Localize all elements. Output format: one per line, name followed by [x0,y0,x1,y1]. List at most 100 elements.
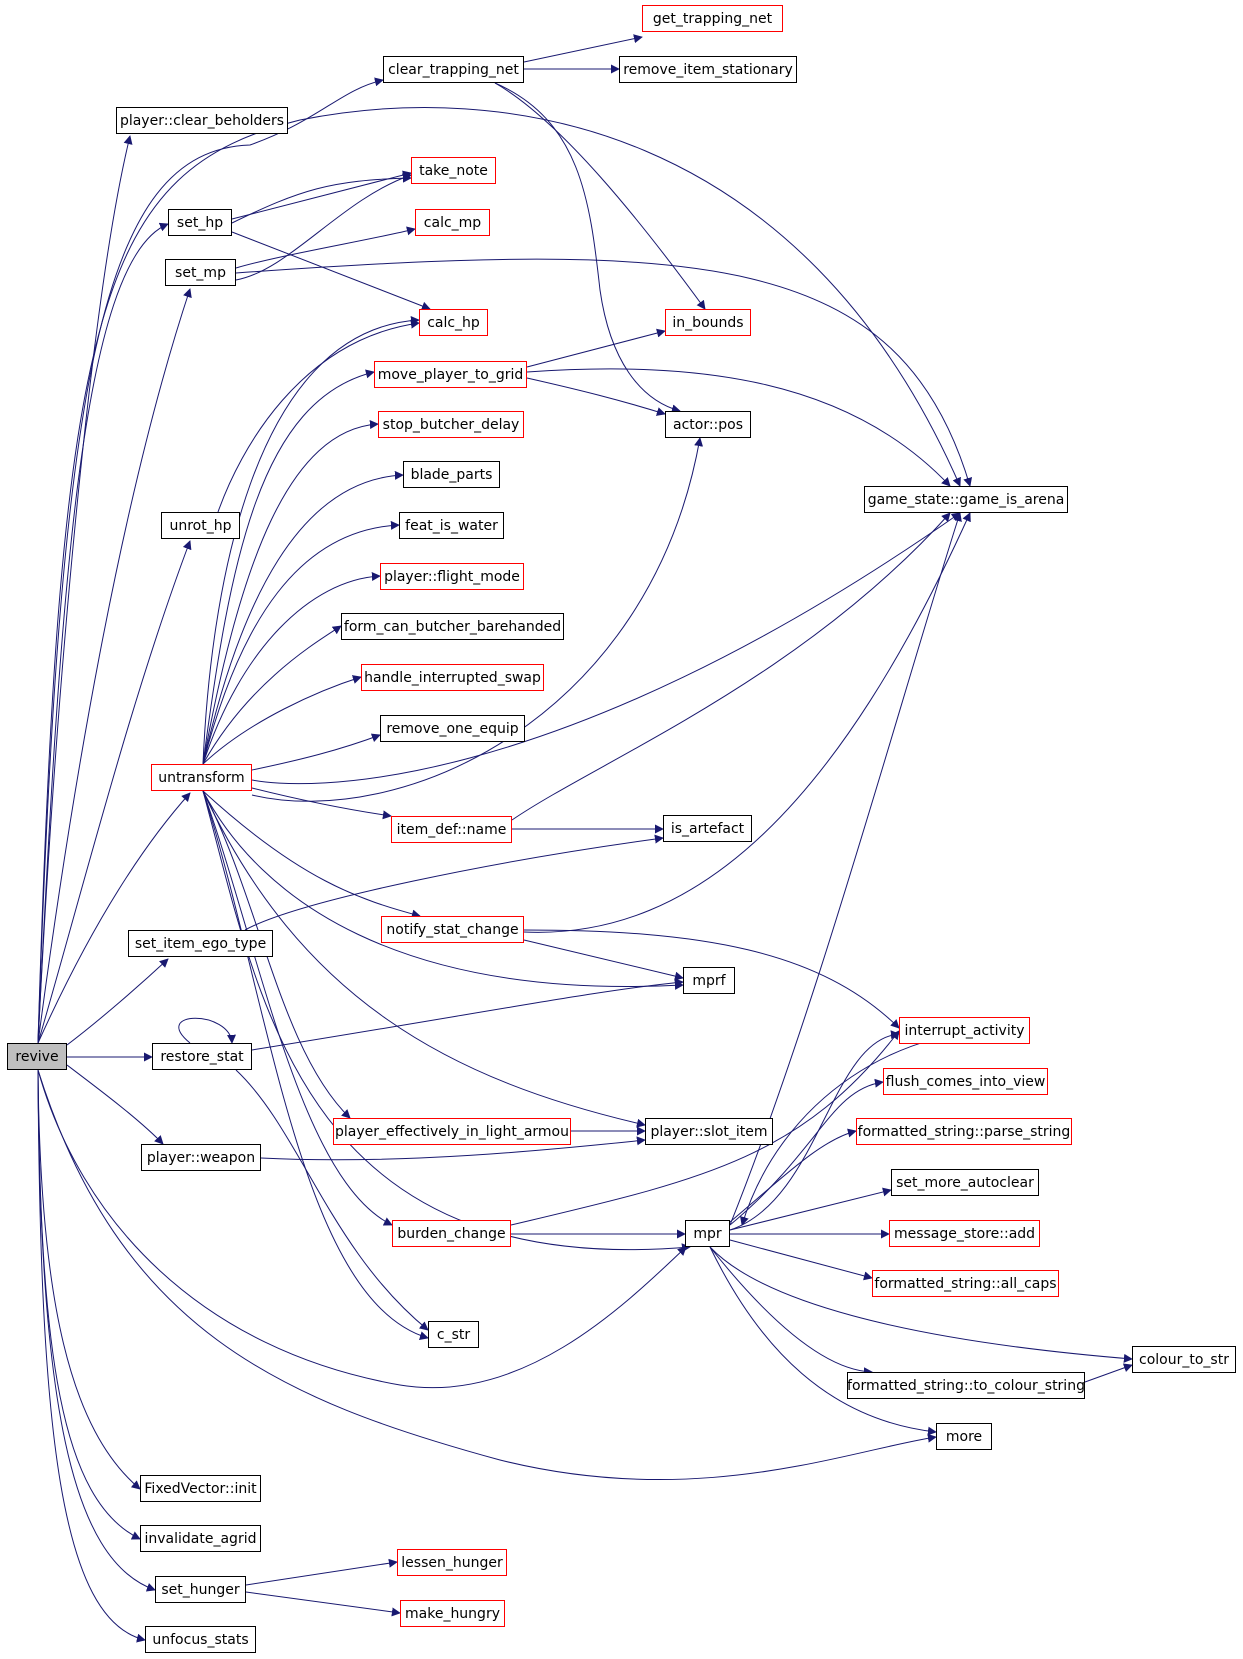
node-c-str[interactable]: c_str [428,1321,479,1348]
call-edge [235,226,416,269]
call-edge [523,929,900,1029]
node-move-player-to-grid[interactable]: move_player_to_grid [374,361,527,388]
call-edge [245,1591,401,1617]
call-edge [523,34,643,63]
call-edge [1084,1363,1133,1383]
node-handle-interrupted-swap[interactable]: handle_interrupted_swap [361,664,544,691]
call-edge [523,939,684,981]
node-is-artefact[interactable]: is_artefact [663,815,752,842]
node-player-effectively-in-light-armour[interactable]: player_effectively_in_light_armou [333,1118,571,1145]
node-player-flight-mode[interactable]: player::flight_mode [380,563,524,590]
node-clear-trapping-net[interactable]: clear_trapping_net [383,56,524,83]
call-edge [202,571,381,765]
call-edge [217,319,420,513]
call-edge [202,790,429,1340]
node-remove-one-equip[interactable]: remove_one_equip [380,715,525,742]
node-calc-mp[interactable]: calc_mp [415,209,490,236]
node-get-trapping-net[interactable]: get_trapping_net [642,5,783,32]
call-edge [251,787,392,820]
node-player-weapon[interactable]: player::weapon [141,1144,261,1171]
call-edge [202,790,393,1226]
call-edge [202,625,342,765]
node-fixedvector-init[interactable]: FixedVector::init [140,1475,261,1502]
call-edge [244,834,664,931]
call-edge [202,420,379,765]
call-edge [231,170,412,220]
call-edge [37,1069,141,1490]
node-stop-butcher-delay[interactable]: stop_butcher_delay [378,411,524,438]
call-edge [729,1030,900,1231]
call-edge [235,1069,429,1331]
node-make-hungry[interactable]: make_hungry [400,1600,505,1627]
call-edge [510,1030,900,1226]
call-edge [37,1069,687,1389]
node-set-more-autoclear[interactable]: set_more_autoclear [891,1169,1039,1196]
call-edge [729,1128,857,1223]
call-edge [231,173,412,224]
node-lessen-hunger[interactable]: lessen_hunger [397,1549,507,1576]
call-edge [235,173,412,281]
node-game-is-arena[interactable]: game_state::game_is_arena [864,486,1068,513]
node-to-colour-string[interactable]: formatted_string::to_colour_string [847,1372,1085,1399]
node-blade-parts[interactable]: blade_parts [403,461,500,488]
call-edge [37,77,384,1044]
node-revive[interactable]: revive [7,1043,67,1070]
node-restore-stat[interactable]: restore_stat [152,1043,252,1070]
call-edge [526,377,666,416]
node-mpr[interactable]: mpr [685,1220,730,1247]
call-edge [37,135,133,1044]
node-unfocus-stats[interactable]: unfocus_stats [145,1626,256,1653]
call-edge [37,1069,146,1643]
call-edge [178,1017,236,1044]
call-edge [729,1078,884,1226]
node-player-slot-item[interactable]: player::slot_item [645,1118,773,1145]
call-edge [251,512,961,785]
call-edge [251,978,684,1051]
call-edge [202,369,375,765]
node-set-hunger[interactable]: set_hunger [155,1576,246,1603]
node-set-mp[interactable]: set_mp [165,259,236,286]
node-message-store-add[interactable]: message_store::add [889,1220,1040,1247]
node-feat-is-water[interactable]: feat_is_water [399,512,504,539]
call-edge [511,512,951,821]
node-parse-string[interactable]: formatted_string::parse_string [856,1118,1072,1145]
call-edge [231,231,431,311]
call-edge [526,368,951,487]
call-edge [260,1136,646,1161]
call-edge [202,675,362,765]
call-edge [202,790,691,1253]
call-edge [202,315,420,765]
node-flush-comes-into-view[interactable]: flush_comes_into_view [883,1068,1048,1095]
call-edge [729,1239,873,1281]
node-interrupt-activity[interactable]: interrupt_activity [899,1017,1030,1044]
node-set-item-ego-type[interactable]: set_item_ego_type [128,930,273,957]
call-edge [494,82,681,414]
node-actor-pos[interactable]: actor::pos [665,411,751,438]
node-burden-change[interactable]: burden_change [392,1220,511,1247]
call-edge [37,222,169,1044]
call-edge [37,1069,937,1481]
call-edge [202,790,684,990]
node-colour-to-str[interactable]: colour_to_str [1132,1346,1236,1373]
call-edge [245,1558,398,1586]
call-edge [709,1246,937,1436]
node-mprf[interactable]: mprf [683,967,735,994]
call-edge [66,1064,164,1145]
call-edge [37,1069,156,1592]
node-invalidate-agrid[interactable]: invalidate_agrid [140,1525,261,1552]
node-player-clear-beholders[interactable]: player::clear_beholders [116,107,288,134]
node-item-def-name[interactable]: item_def::name [391,816,512,843]
node-untransform[interactable]: untransform [151,764,252,791]
node-more[interactable]: more [936,1423,992,1450]
node-formatted-string-all-caps[interactable]: formatted_string::all_caps [872,1270,1059,1297]
call-edge [37,288,192,1044]
node-calc-hp[interactable]: calc_hp [419,309,488,336]
call-edge [37,792,191,1044]
node-notify-stat-change[interactable]: notify_stat_change [381,916,524,943]
node-in-bounds[interactable]: in_bounds [665,309,751,336]
node-unrot-hp[interactable]: unrot_hp [161,512,240,539]
node-set-hp[interactable]: set_hp [168,209,232,236]
node-remove-item-stationary[interactable]: remove_item_stationary [619,56,797,83]
node-form-can-butcher-barehanded[interactable]: form_can_butcher_barehanded [341,613,564,640]
node-take-note[interactable]: take_note [411,157,496,184]
